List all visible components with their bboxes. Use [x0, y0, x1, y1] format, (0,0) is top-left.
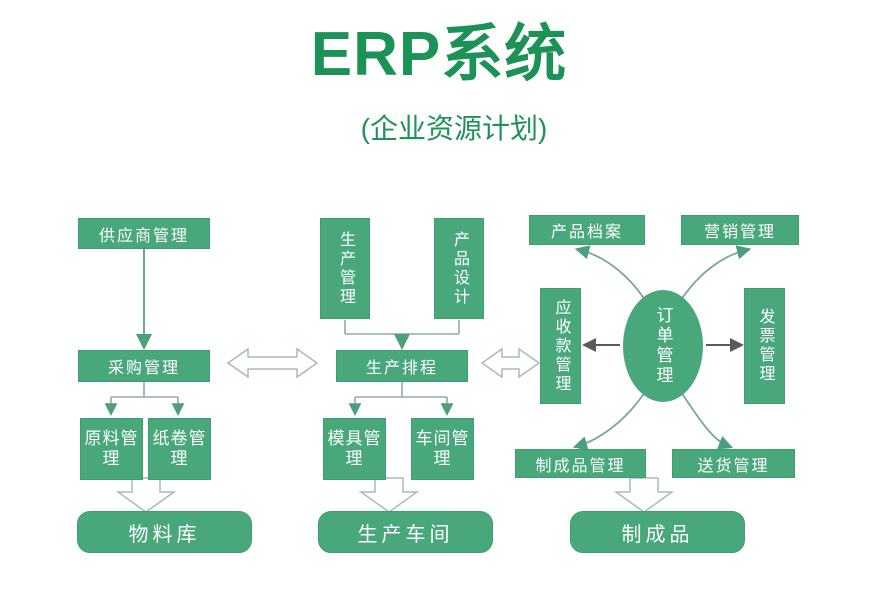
node-workshop-mgmt[interactable]: 车间管理 [411, 418, 474, 480]
node-production-workshop[interactable]: 生产车间 [318, 511, 493, 553]
curve-order-to-marketing [680, 245, 752, 301]
node-paper-roll-mgmt[interactable]: 纸卷管理 [148, 418, 211, 480]
node-production-mgmt[interactable]: 生产管理 [320, 218, 370, 319]
hollow-arrow-to-finished-goods [613, 477, 675, 513]
node-supplier-mgmt[interactable]: 供应商管理 [78, 218, 210, 249]
hollow-double-arrow-purchase-scheduling [226, 347, 319, 379]
node-finished-goods[interactable]: 制成品 [570, 511, 745, 553]
page-title: ERP系统 [310, 20, 568, 89]
hollow-double-arrow-scheduling-receivables [480, 347, 541, 379]
node-mold-mgmt[interactable]: 模具管理 [323, 418, 386, 480]
node-product-design[interactable]: 产品设计 [434, 218, 484, 319]
node-production-scheduling[interactable]: 生产排程 [336, 350, 468, 382]
connector-scheduling-to-children [348, 382, 454, 416]
node-marketing-mgmt[interactable]: 营销管理 [681, 215, 799, 245]
connector-purchase-to-children [104, 382, 185, 416]
node-order-mgmt[interactable]: 订单管理 [623, 290, 703, 402]
node-delivery-mgmt[interactable]: 送货管理 [672, 449, 795, 478]
node-product-archive[interactable]: 产品档案 [529, 215, 645, 245]
curve-order-to-delivery-mgmt [680, 391, 734, 450]
connector-production-design-to-scheduling [344, 320, 460, 350]
page-subtitle: (企业资源计划) [360, 113, 548, 144]
curve-order-to-product-archive [574, 245, 646, 301]
node-invoice-mgmt[interactable]: 发票管理 [744, 288, 785, 404]
node-raw-material-mgmt[interactable]: 原料管理 [80, 418, 143, 480]
curve-order-to-finished-goods-mgmt [572, 391, 646, 451]
node-purchase-mgmt[interactable]: 采购管理 [78, 350, 210, 382]
node-receivables-mgmt[interactable]: 应收款管理 [540, 288, 581, 404]
node-material-warehouse[interactable]: 物料库 [77, 511, 252, 553]
hollow-arrow-to-material-warehouse [115, 477, 177, 513]
hollow-arrow-to-production-workshop [358, 477, 420, 513]
node-finished-goods-mgmt[interactable]: 制成品管理 [515, 449, 646, 478]
